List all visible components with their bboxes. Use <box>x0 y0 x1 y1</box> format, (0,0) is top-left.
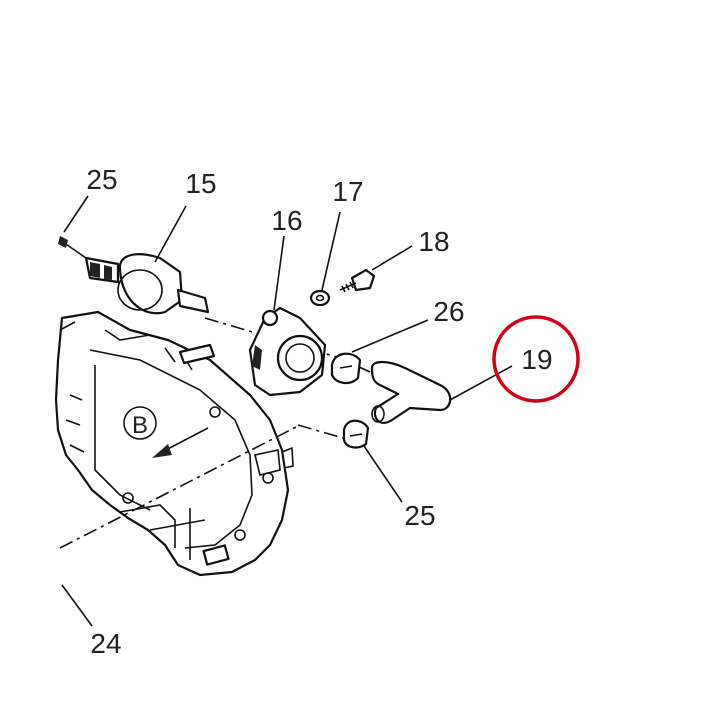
housing-part-24 <box>54 310 294 577</box>
callout-25-top: 25 <box>86 164 117 195</box>
leader-lines <box>61 195 513 627</box>
callout-26: 26 <box>433 296 464 327</box>
screw-part-18 <box>339 268 376 293</box>
callout-15: 15 <box>185 168 216 199</box>
bracket-part-16 <box>248 306 327 397</box>
alignment-line-lower <box>59 424 351 549</box>
callout-17: 17 <box>332 176 363 207</box>
callout-16: 16 <box>271 205 302 236</box>
detail-marker-b: B <box>123 406 209 458</box>
callout-19: 19 <box>521 344 552 375</box>
callout-24: 24 <box>90 628 121 659</box>
connector-part-15 <box>58 236 210 315</box>
detail-marker-letter: B <box>132 412 148 439</box>
callout-18: 18 <box>418 226 449 257</box>
hose-clamp-part-25-lower <box>342 419 370 449</box>
hose-clamp-part-26 <box>330 352 362 385</box>
highlight-circle <box>492 315 580 403</box>
washer-part-17 <box>309 289 331 307</box>
callout-25-bottom: 25 <box>404 500 435 531</box>
hose-part-19 <box>370 360 452 424</box>
